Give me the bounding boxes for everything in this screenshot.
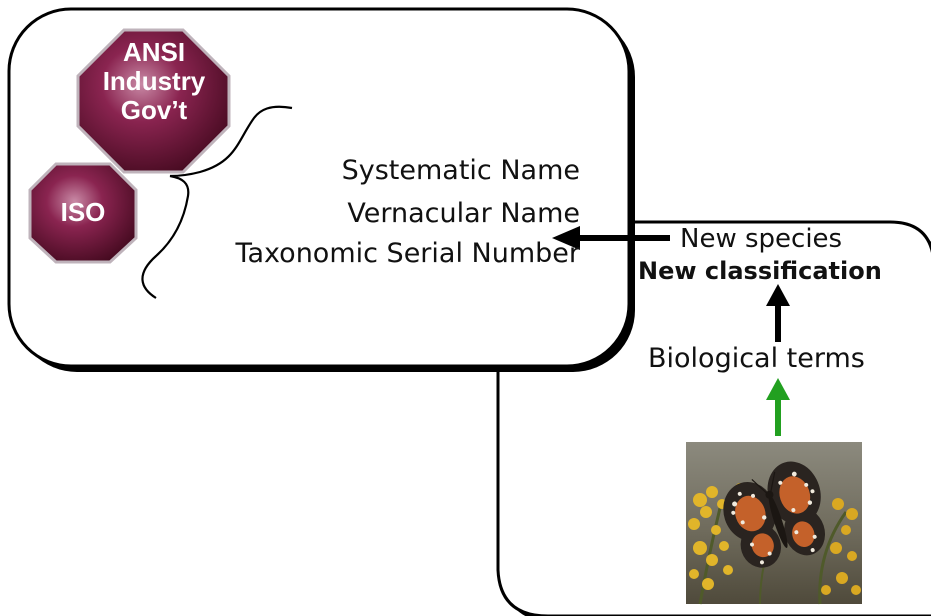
ansi-line-2: Industry bbox=[102, 66, 206, 97]
arrow-photo-to-terms bbox=[766, 378, 790, 436]
ansi-line-3: Gov’t bbox=[120, 95, 188, 126]
tsn-label: Taxonomic Serial Number bbox=[235, 238, 580, 269]
vernacular-name-label: Vernacular Name bbox=[347, 198, 580, 229]
biological-terms-label: Biological terms bbox=[648, 343, 865, 374]
new-classification-label: New classification bbox=[638, 257, 882, 285]
iso-badge bbox=[28, 162, 138, 264]
ansi-badge bbox=[76, 28, 231, 174]
ansi-badge-label: ANSI Industry Gov’t bbox=[82, 37, 226, 126]
butterfly-photo bbox=[686, 442, 862, 605]
curly-brace bbox=[141, 105, 293, 299]
new-species-label: New species bbox=[680, 224, 843, 254]
arrow-terms-to-classification bbox=[766, 284, 790, 342]
arrow-species-to-names bbox=[552, 226, 670, 250]
ansi-line-1: ANSI bbox=[122, 37, 186, 67]
iso-badge-label: ISO bbox=[60, 197, 106, 227]
systematic-name-label: Systematic Name bbox=[341, 155, 580, 186]
